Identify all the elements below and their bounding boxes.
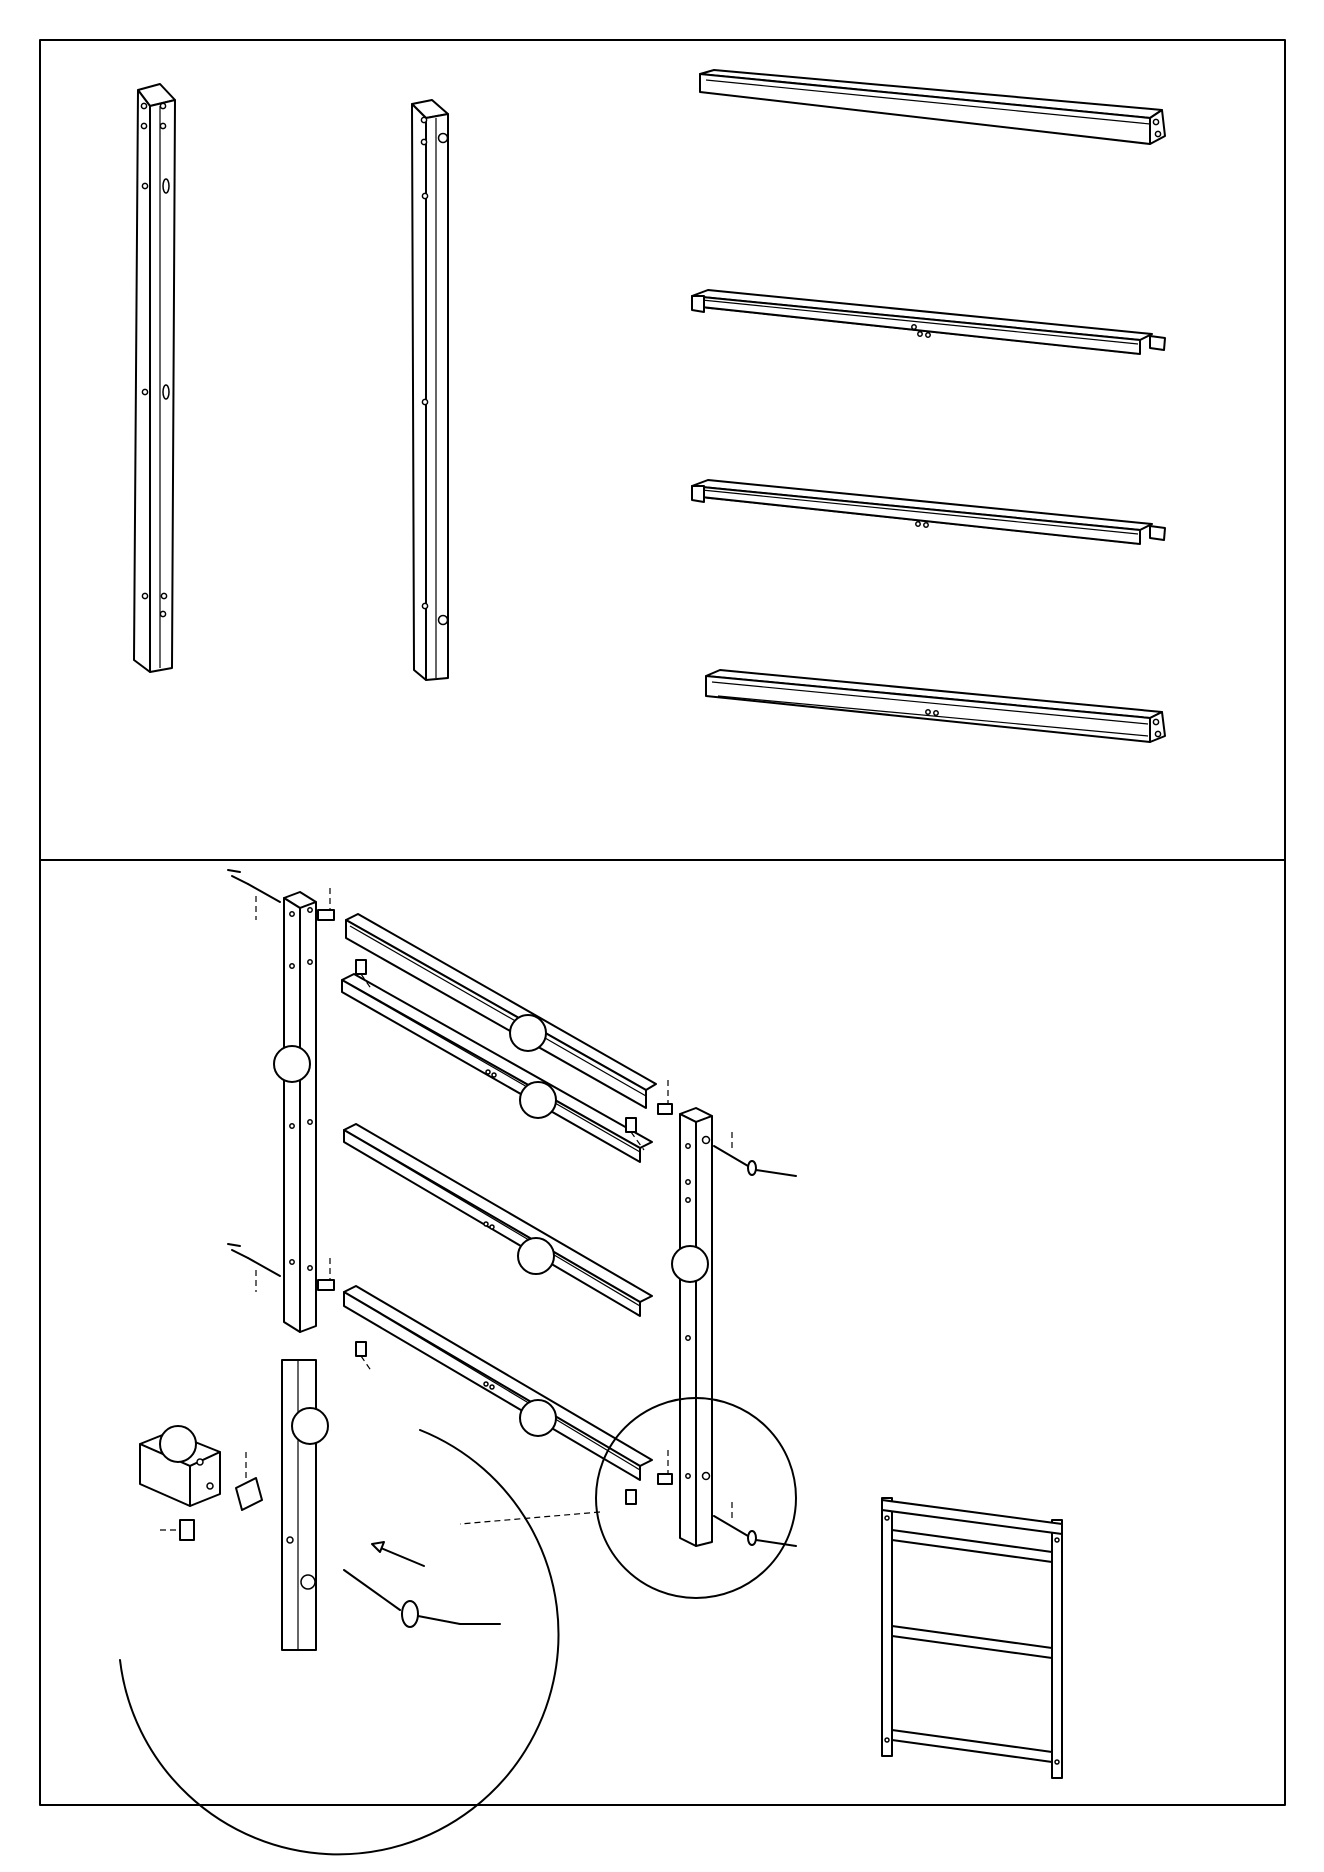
badge-top-rail	[510, 1015, 546, 1051]
assembly-bottom-rail	[344, 1286, 652, 1480]
upper-middle-rail	[692, 290, 1165, 354]
assembly-panel-frame	[40, 860, 1285, 1805]
right-bolts	[714, 1132, 796, 1546]
badge-upper-rail	[520, 1082, 556, 1118]
left-post	[134, 84, 175, 672]
top-rail	[700, 70, 1165, 144]
badge-bottom-rail	[520, 1400, 556, 1436]
badge-right-post	[672, 1246, 708, 1282]
badge-lower-rail	[518, 1238, 554, 1274]
assembly-left-post	[284, 892, 316, 1332]
detail-badge-rail	[160, 1426, 196, 1462]
lower-middle-rail	[692, 480, 1165, 544]
detail-leader	[460, 1512, 600, 1524]
assembly-right-post	[680, 1108, 712, 1546]
right-post	[412, 100, 448, 680]
badge-left-post	[274, 1046, 310, 1082]
assembly-lower-middle-rail	[344, 1124, 652, 1316]
left-bolts	[228, 870, 280, 1292]
bottom-rail	[706, 670, 1165, 742]
detail-badge-post	[292, 1408, 328, 1444]
magnified-detail	[120, 1360, 558, 1854]
finished-frame	[882, 1498, 1062, 1778]
